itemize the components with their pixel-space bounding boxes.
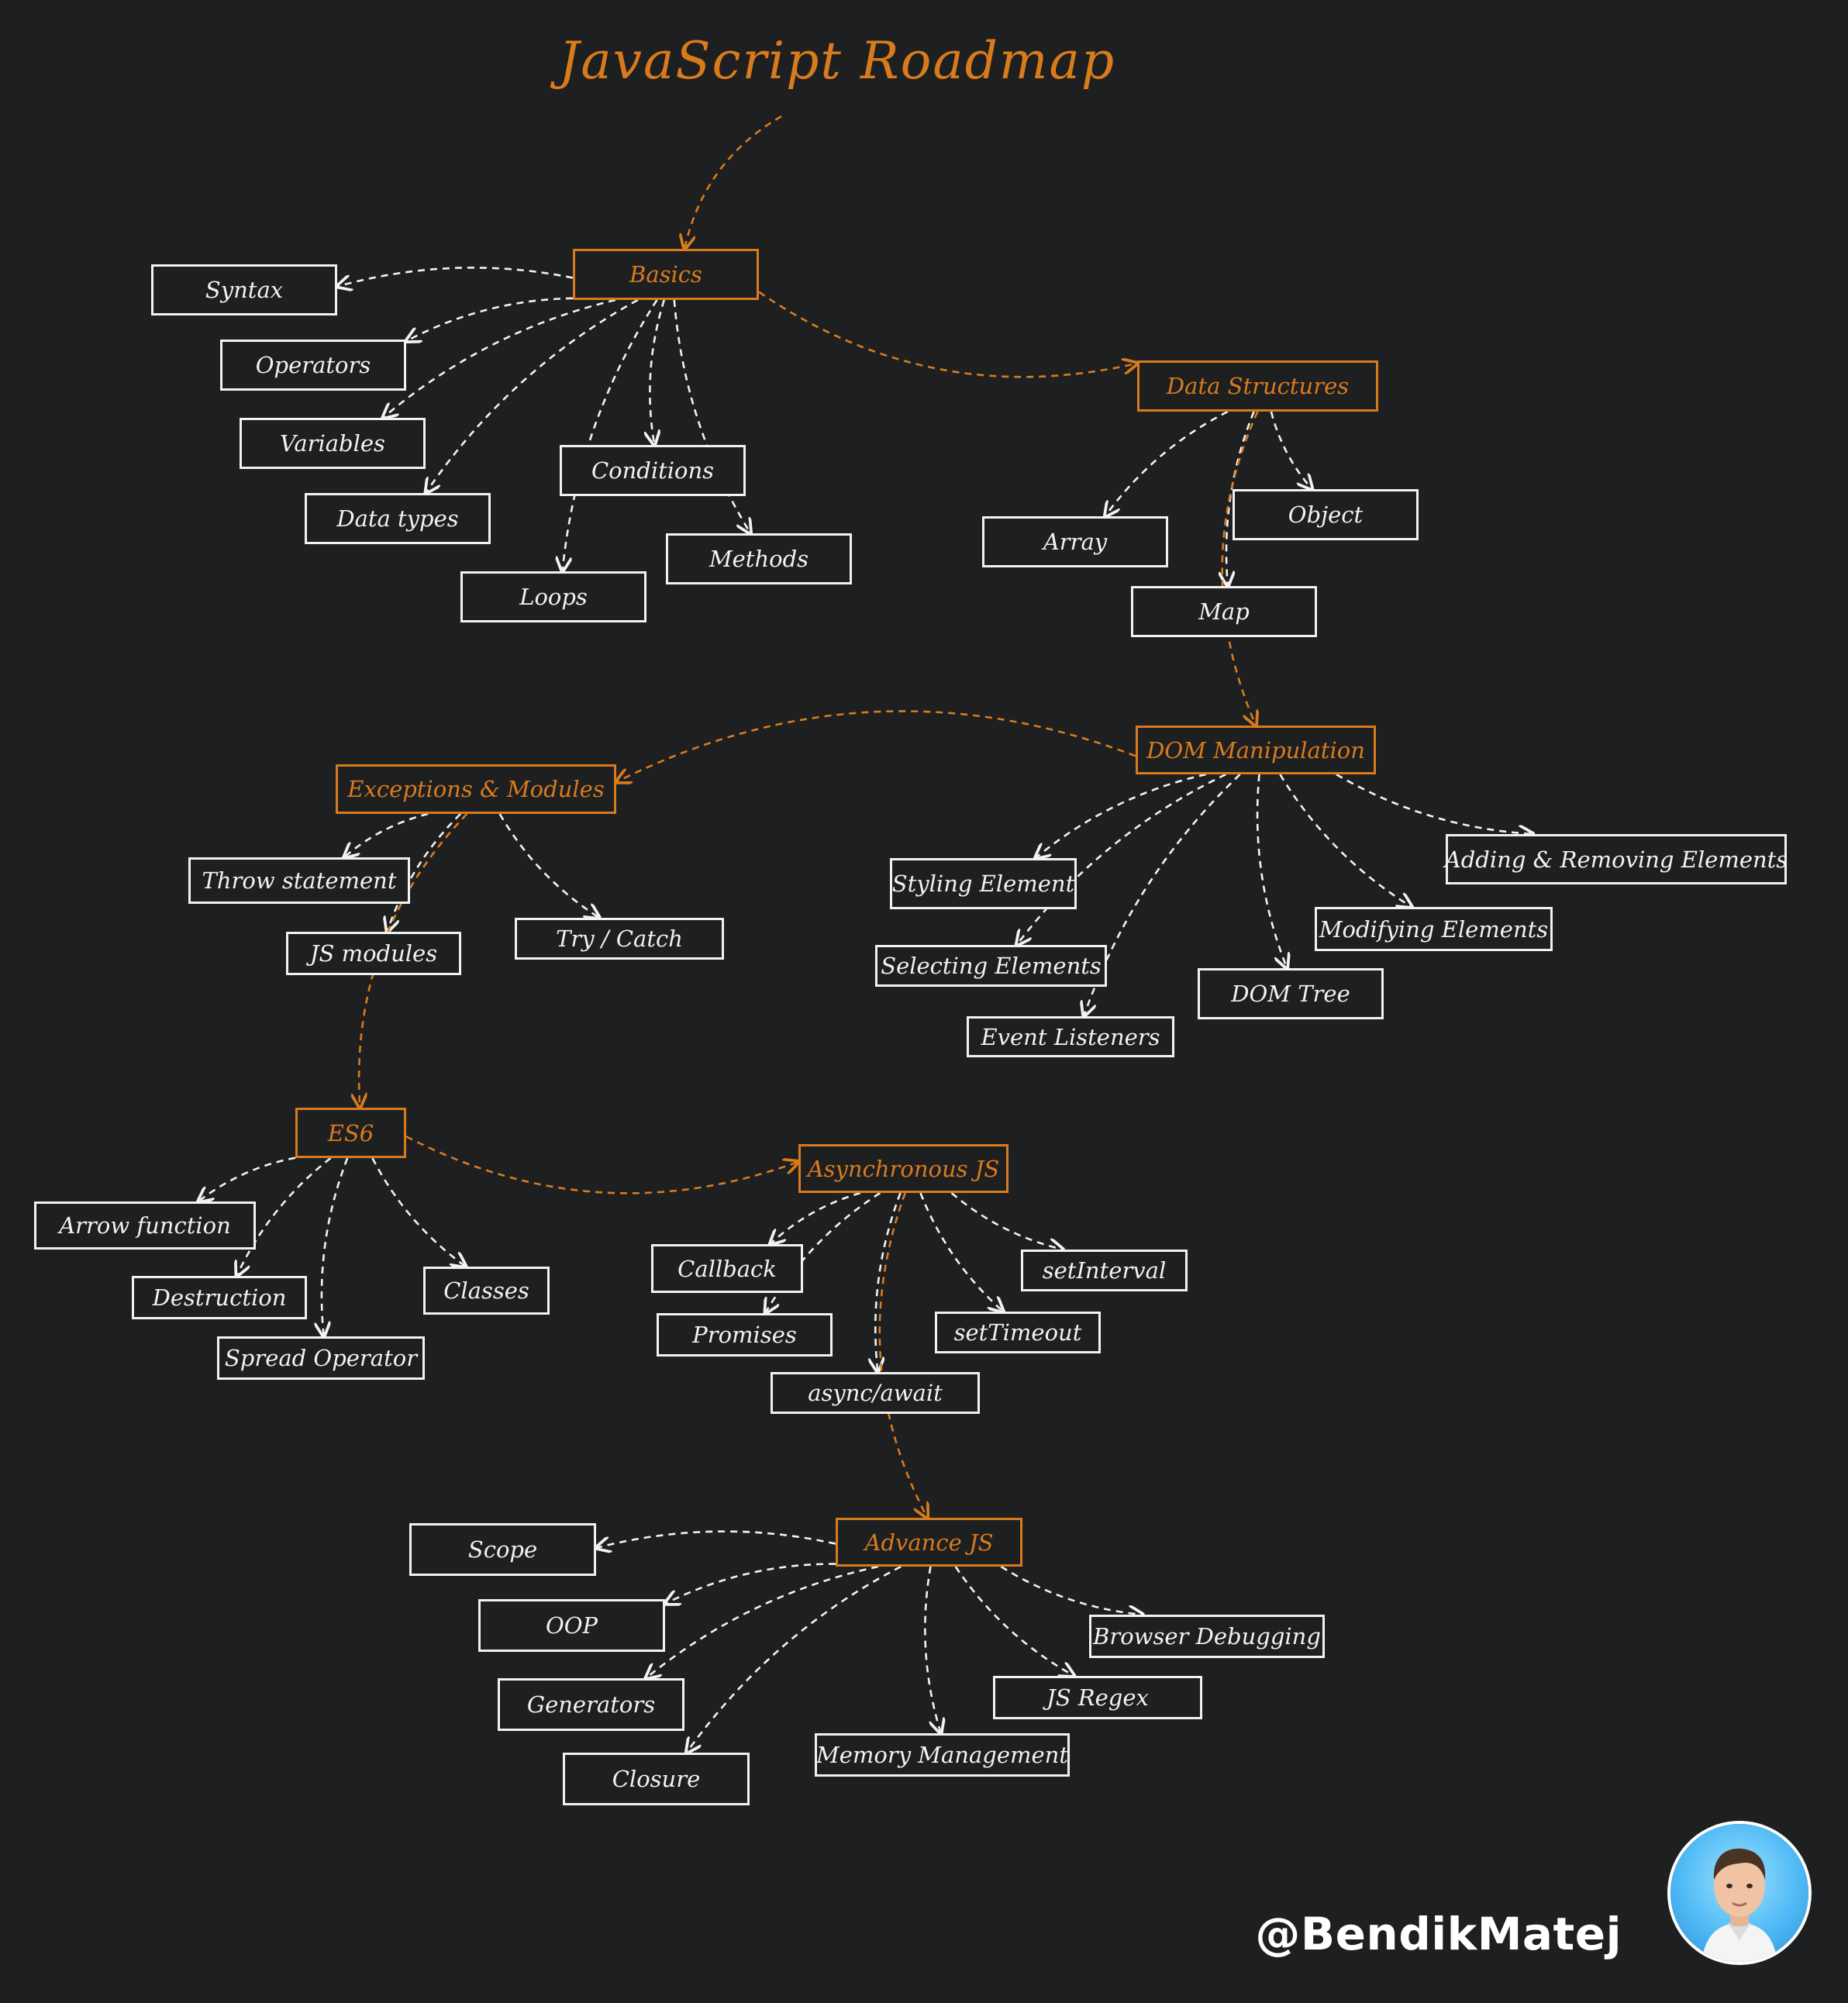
connector-title-to-basics [684, 115, 782, 249]
connector-dom-to-adding_removing [1336, 773, 1533, 834]
connector-es6-to-async [405, 1135, 798, 1195]
node-syntax: Syntax [151, 264, 337, 315]
node-arrow-function: Arrow function [34, 1201, 256, 1250]
connector-es6-to-spread [322, 1157, 349, 1336]
node-data-types: Data types [305, 493, 491, 544]
connector-async-to-set_timeout [919, 1192, 1003, 1312]
connector-advance-to-memory [924, 1566, 940, 1733]
connector-dom-to-selecting [1017, 773, 1226, 945]
author-handle: @BendikMatej [1255, 1908, 1622, 1960]
connector-basics-to-variables [383, 298, 616, 418]
node-promises: Promises [657, 1313, 833, 1357]
connector-exceptions-to-js_modules [387, 813, 461, 932]
node-dom-manipulation: DOM Manipulation [1136, 726, 1376, 774]
node-callback: Callback [651, 1244, 803, 1293]
connector-advance-to-oop [665, 1563, 836, 1604]
node-dom-tree: DOM Tree [1198, 968, 1384, 1019]
node-asynchronous-js: Asynchronous JS [798, 1144, 1008, 1193]
connector-advance-to-regex [954, 1566, 1074, 1676]
connector-dom-to-modifying [1279, 774, 1412, 907]
connector-async-to-async_await [875, 1192, 902, 1372]
node-try-catch: Try / Catch [515, 918, 724, 960]
node-destruction: Destruction [132, 1276, 307, 1319]
node-classes: Classes [423, 1267, 550, 1315]
connector-es6-to-destruction [236, 1157, 332, 1276]
node-adding-removing-elements: Adding & Removing Elements [1445, 834, 1788, 884]
connector-data_structures-to-object [1270, 411, 1312, 489]
node-memory-management: Memory Management [815, 1733, 1070, 1777]
node-data-structures: Data Structures [1137, 360, 1378, 412]
node-js-modules: JS modules [286, 932, 461, 975]
node-spread-operator: Spread Operator [217, 1336, 425, 1380]
node-closure: Closure [563, 1753, 750, 1805]
connector-dom-to-dom_tree [1256, 774, 1287, 968]
node-setinterval: setInterval [1021, 1250, 1188, 1291]
connector-es6-to-arrow [198, 1157, 296, 1201]
connector-basics-to-syntax [337, 267, 574, 286]
connector-basics-to-data_structures [758, 291, 1137, 378]
connector-data_structures-to-dom [1221, 411, 1258, 726]
node-async-await: async/await [771, 1372, 980, 1414]
node-scope: Scope [409, 1523, 596, 1576]
connector-exceptions-to-es6 [359, 813, 468, 1108]
node-browser-debugging: Browser Debugging [1089, 1615, 1325, 1658]
node-methods: Methods [666, 533, 852, 584]
node-array: Array [982, 516, 1168, 567]
connector-dom-to-styling [1036, 773, 1207, 858]
connector-es6-to-classes [371, 1157, 465, 1267]
connector-async-to-callback [771, 1191, 861, 1244]
connector-advance-to-browser_debugging [1000, 1565, 1143, 1615]
connector-basics-to-data_types [426, 298, 639, 493]
node-conditions: Conditions [560, 445, 746, 496]
node-variables: Variables [240, 418, 426, 469]
connector-async-to-advance [878, 1192, 928, 1518]
node-generators: Generators [498, 1678, 684, 1731]
node-settimeout: setTimeout [935, 1312, 1101, 1353]
person-portrait-icon [1670, 1824, 1808, 1962]
node-map: Map [1131, 586, 1317, 637]
diagram-title: JavaScript Roadmap [558, 31, 1116, 91]
node-basics: Basics [573, 249, 759, 300]
connector-advance-to-closure [687, 1565, 902, 1753]
node-js-regex: JS Regex [993, 1676, 1202, 1719]
connector-dom-to-exceptions [616, 710, 1136, 781]
node-operators: Operators [220, 340, 406, 391]
connector-basics-to-loops [563, 299, 658, 571]
node-throw-statement: Throw statement [188, 857, 410, 904]
node-exceptions-modules: Exceptions & Modules [336, 764, 616, 814]
node-object: Object [1233, 489, 1419, 540]
node-advance-js: Advance JS [836, 1518, 1022, 1567]
node-modifying-elements: Modifying Elements [1315, 907, 1553, 951]
connector-data_structures-to-array [1105, 410, 1229, 516]
node-selecting-elements: Selecting Elements [875, 945, 1107, 987]
node-styling-element: Styling Element [890, 858, 1077, 909]
connector-advance-to-scope [596, 1530, 836, 1548]
connector-exceptions-to-try_catch [498, 813, 599, 918]
node-loops: Loops [460, 571, 646, 622]
node-es6: ES6 [295, 1108, 406, 1158]
node-event-listeners: Event Listeners [967, 1016, 1174, 1057]
connector-basics-to-conditions [650, 299, 666, 445]
connector-async-to-set_interval [950, 1192, 1064, 1250]
connector-exceptions-to-throw [344, 812, 429, 857]
connector-basics-to-operators [406, 297, 574, 341]
connector-advance-to-generators [646, 1565, 879, 1678]
node-oop: OOP [478, 1599, 665, 1652]
connector-basics-to-methods [673, 299, 750, 533]
